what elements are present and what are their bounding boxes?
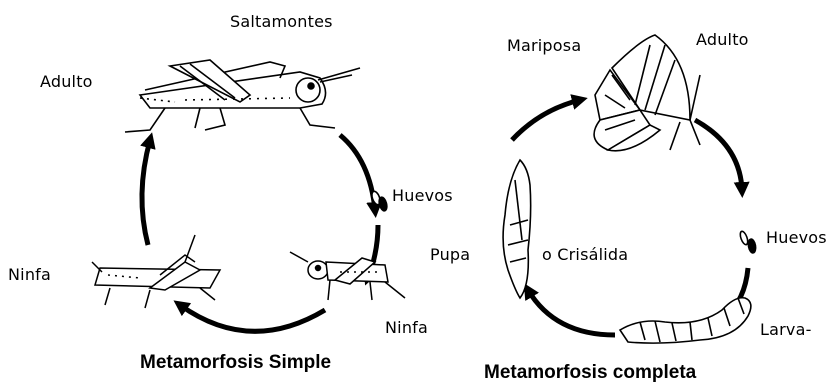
label-mariposa: Mariposa <box>507 36 581 55</box>
label-larva: Larva- <box>760 320 812 339</box>
arrow-nymph-to-nymph <box>180 305 325 331</box>
label-huevos-simple: Huevos <box>392 186 453 205</box>
label-ninfa-right: Ninfa <box>385 318 428 337</box>
label-adulto-simple: Adulto <box>40 72 93 91</box>
arrow-pupa-to-adult <box>512 100 580 140</box>
label-saltamontes: Saltamontes <box>230 12 333 31</box>
label-adulto-complete: Adulto <box>696 30 749 49</box>
label-crisalida: o Crisálida <box>542 245 628 264</box>
grasshopper-nymph-right-icon <box>290 252 405 300</box>
simple-cycle-arrows <box>142 135 378 331</box>
butterfly-eggs-icon <box>739 230 757 253</box>
larva-icon <box>620 298 751 343</box>
butterfly-adult-icon <box>594 35 700 151</box>
arrow-larva-to-pupa <box>528 290 615 335</box>
title-metamorfosis-completa: Metamorfosis completa <box>484 362 696 384</box>
arrow-adult-to-eggs <box>340 135 375 210</box>
title-metamorfosis-simple: Metamorfosis Simple <box>140 352 331 374</box>
label-huevos-complete: Huevos <box>766 228 827 247</box>
grasshopper-nymph-left-icon <box>92 235 220 308</box>
grasshopper-adult-icon <box>125 60 360 132</box>
arrow-adult-to-eggs-c <box>695 120 742 190</box>
pupa-icon <box>503 160 531 298</box>
label-ninfa-left: Ninfa <box>8 265 51 284</box>
label-pupa: Pupa <box>430 245 470 264</box>
arrow-nymph-to-adult <box>142 140 150 245</box>
